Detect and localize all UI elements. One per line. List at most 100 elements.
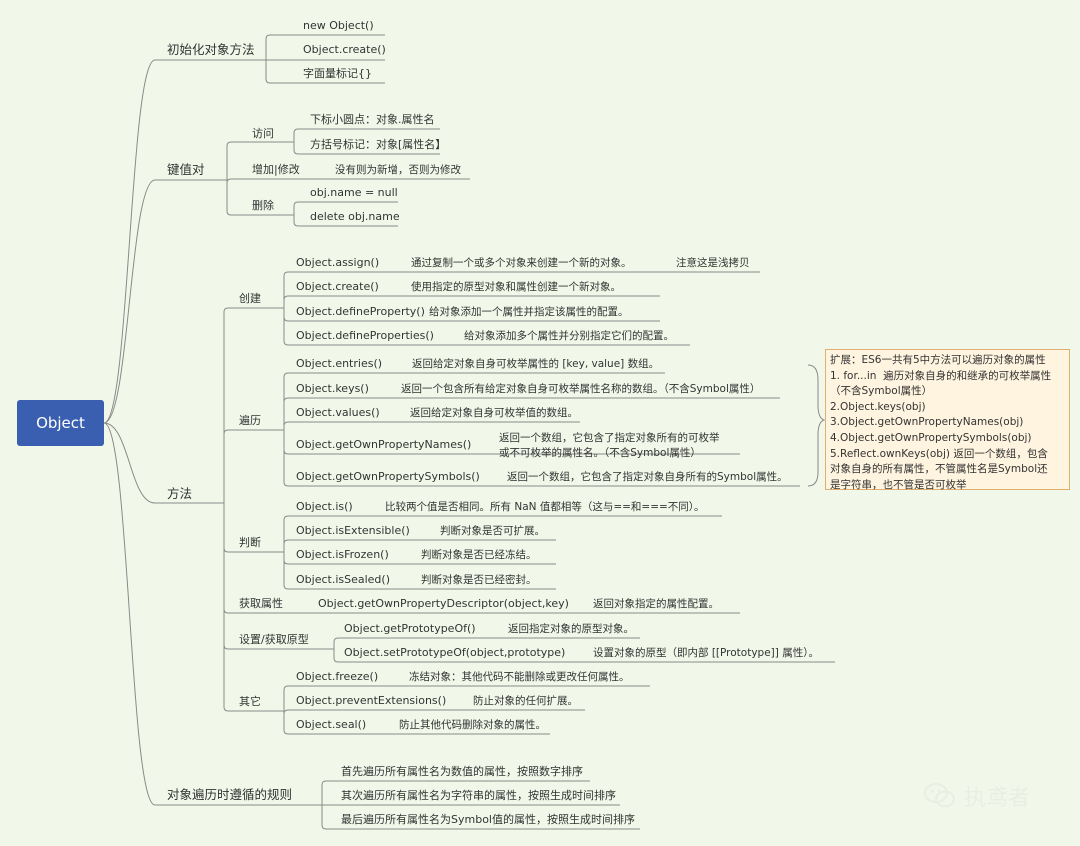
method-get-prototype-of[interactable]: Object.getPrototypeOf() xyxy=(344,622,476,635)
leaf-bracket-access[interactable]: 方括号标记：对象[属性名】 xyxy=(310,138,447,151)
sub-get-property[interactable]: 获取属性 xyxy=(239,597,283,610)
connector xyxy=(280,710,550,735)
desc-keys: 返回一个包含所有给定对象自身可枚举属性名称的数组。（不含Symbol属性） xyxy=(401,383,761,395)
branch-iteration-rules[interactable]: 对象遍历时遵循的规则 xyxy=(167,787,293,802)
desc-add-modify: 没有则为新增，否则为修改 xyxy=(335,164,461,176)
branch-init-methods[interactable]: 初始化对象方法 xyxy=(167,42,255,57)
connector xyxy=(290,128,440,143)
watermark-text: 执鸢者 xyxy=(964,786,1031,811)
root-node[interactable]: Object xyxy=(17,400,104,446)
method-is-sealed[interactable]: Object.isSealed() xyxy=(296,573,390,586)
desc-get-own-property-names-2: 或不可枚举的属性名。（不含Symbol属性） xyxy=(499,447,701,459)
note-line: 1. for...in 遍历对象自身的和继承的可枚举属性 xyxy=(830,369,1052,382)
connector xyxy=(280,307,690,346)
sub-prototype[interactable]: 设置/获取原型 xyxy=(239,633,309,646)
connector xyxy=(290,201,398,216)
connector xyxy=(220,429,280,504)
note-line: 3.Object.getOwnPropertyNames(obj) xyxy=(830,416,1024,429)
sub-create[interactable]: 创建 xyxy=(239,292,261,305)
connector xyxy=(280,551,556,590)
method-get-own-property-names[interactable]: Object.getOwnPropertyNames() xyxy=(296,438,472,451)
leaf-set-null[interactable]: obj.name = null xyxy=(310,186,398,199)
leaf-delete[interactable]: delete obj.name xyxy=(310,210,400,223)
connector xyxy=(103,179,156,424)
branch-key-value[interactable]: 键值对 xyxy=(167,162,205,177)
desc-seal: 防止其他代码删除对象的属性。 xyxy=(399,719,546,731)
connector xyxy=(280,397,780,431)
note-line: 2.Object.keys(obj) xyxy=(830,400,926,413)
connector xyxy=(103,422,156,504)
connector xyxy=(280,685,650,712)
note-shallow-copy: 注意这是浅拷贝 xyxy=(676,257,750,269)
method-values[interactable]: Object.values() xyxy=(296,406,380,419)
method-get-own-property-descriptor[interactable]: Object.getOwnPropertyDescriptor(object,k… xyxy=(318,597,569,610)
extension-note: 扩展：ES6一共有5中方法可以遍历对象的属性 1. for...in 遍历对象自… xyxy=(825,349,1070,491)
method-is-frozen[interactable]: Object.isFrozen() xyxy=(296,548,389,561)
note-line: 对象自身的所有属性，不管属性名是Symbol还 xyxy=(830,463,1048,476)
method-define-properties[interactable]: Object.defineProperties() xyxy=(296,329,434,342)
connector xyxy=(280,271,760,309)
desc-is: 比较两个值是否相同。所有 NaN 值都相等（这与==和===不同）。 xyxy=(385,501,705,513)
desc-entries: 返回给定对象自身可枚举属性的 [key, value] 数组。 xyxy=(412,358,660,370)
method-get-own-property-symbols[interactable]: Object.getOwnPropertySymbols() xyxy=(296,470,480,483)
branch-methods[interactable]: 方法 xyxy=(167,486,193,501)
desc-define-properties: 给对象添加多个属性并分别指定它们的配置。 xyxy=(464,330,674,342)
connector xyxy=(290,141,440,155)
connector xyxy=(330,637,640,650)
sub-judge[interactable]: 判断 xyxy=(239,536,261,549)
note-line: 是字符串，也不管是否可枚举 xyxy=(830,478,967,491)
method-is-extensible[interactable]: Object.isExtensible() xyxy=(296,524,410,537)
rule-symbol[interactable]: 最后遍历所有属性名为Symbol值的属性，按照生成时间排序 xyxy=(341,813,635,826)
connector xyxy=(280,429,800,487)
connector xyxy=(280,372,665,431)
leaf-new-object[interactable]: new Object() xyxy=(303,19,374,32)
desc-is-sealed: 判断对象是否已经密封。 xyxy=(421,574,537,586)
rule-string[interactable]: 其次遍历所有属性名为字符串的属性，按照生成时间排序 xyxy=(341,789,616,802)
connector xyxy=(280,515,722,553)
desc-values: 返回给定对象自身可枚举值的数组。 xyxy=(410,407,578,419)
method-is[interactable]: Object.is() xyxy=(296,500,353,513)
connector xyxy=(290,214,398,227)
watermark: 执鸢者 xyxy=(924,780,1030,812)
sub-delete[interactable]: 删除 xyxy=(252,199,274,212)
method-set-prototype-of[interactable]: Object.setPrototypeOf(object,prototype) xyxy=(344,646,566,659)
connector xyxy=(280,539,556,553)
desc-get-own-property-descriptor: 返回对象指定的属性配置。 xyxy=(593,598,719,610)
method-seal[interactable]: Object.seal() xyxy=(296,718,367,731)
rule-numeric[interactable]: 首先遍历所有属性名为数值的属性，按照数字排序 xyxy=(341,765,583,778)
desc-define-property: 给对象添加一个属性并指定该属性的配置。 xyxy=(429,306,629,318)
connector xyxy=(807,364,826,487)
sub-access[interactable]: 访问 xyxy=(252,127,274,140)
desc-set-prototype-of: 设置对象的原型（即内部 [[Prototype]] 属性）。 xyxy=(593,647,819,659)
desc-get-own-property-symbols: 返回一个数组，它包含了指定对象自身所有的Symbol属性。 xyxy=(507,471,788,483)
connector xyxy=(223,179,290,216)
method-define-property[interactable]: Object.defineProperty() xyxy=(296,305,425,318)
leaf-literal[interactable]: 字面量标记{} xyxy=(303,67,372,80)
leaf-object-create[interactable]: Object.create() xyxy=(303,43,386,56)
leaf-dot-access[interactable]: 下标小圆点：对象.属性名 xyxy=(310,113,435,126)
note-line: （不含Symbol属性） xyxy=(830,385,933,398)
desc-is-frozen: 判断对象是否已经冻结。 xyxy=(421,549,537,561)
desc-get-own-property-names: 返回一个数组，它包含了指定对象所有的可枚举 xyxy=(499,432,720,444)
sub-other[interactable]: 其它 xyxy=(239,695,261,708)
sub-iterate[interactable]: 遍历 xyxy=(239,414,261,427)
desc-create: 使用指定的原型对象和属性创建一个新对象。 xyxy=(411,281,621,293)
connector xyxy=(223,178,290,184)
sub-add-modify[interactable]: 增加|修改 xyxy=(252,163,300,176)
desc-freeze: 冻结对象：其他代码不能删除或更改任何属性。 xyxy=(409,671,630,683)
method-assign[interactable]: Object.assign() xyxy=(296,256,380,269)
connector xyxy=(280,709,585,715)
note-line: 4.Object.getOwnPropertySymbols(obj) xyxy=(830,431,1032,444)
method-keys[interactable]: Object.keys() xyxy=(296,382,369,395)
wechat-icon xyxy=(924,783,955,808)
connector xyxy=(280,421,580,431)
connector xyxy=(280,295,660,309)
method-freeze[interactable]: Object.freeze() xyxy=(296,670,379,683)
desc-prevent-extensions: 防止对象的任何扩展。 xyxy=(473,695,578,707)
method-prevent-extensions[interactable]: Object.preventExtensions() xyxy=(296,694,447,707)
method-entries[interactable]: Object.entries() xyxy=(296,357,383,370)
note-line: 5.Reflect.ownKeys(obj) 返回一个数组，包含 xyxy=(830,447,1048,460)
note-line: 扩展：ES6一共有5中方法可以遍历对象的属性 xyxy=(830,354,1046,366)
method-create[interactable]: Object.create() xyxy=(296,280,379,293)
